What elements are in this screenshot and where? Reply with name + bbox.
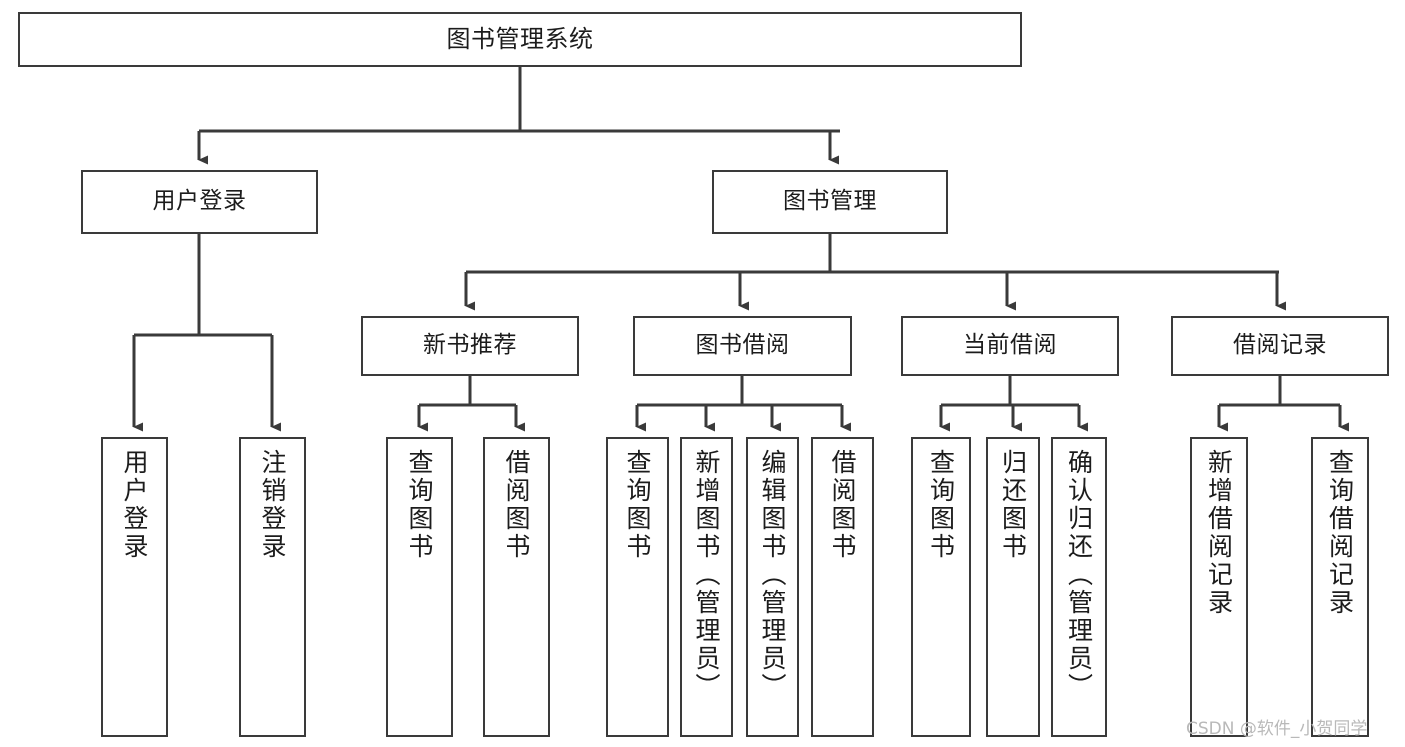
node-new-book-recommendation-label: 新书推荐 bbox=[423, 332, 517, 359]
leaf-user-login[interactable]: 用户登录 bbox=[101, 437, 168, 737]
node-root-system[interactable]: 图书管理系统 bbox=[18, 12, 1022, 67]
node-new-book-recommendation[interactable]: 新书推荐 bbox=[361, 316, 579, 376]
leaf-query-books-current-label: 查询图书 bbox=[926, 449, 956, 561]
node-book-borrowing-label: 图书借阅 bbox=[695, 332, 790, 359]
leaf-query-books-recommend[interactable]: 查询图书 bbox=[386, 437, 453, 737]
leaf-add-book-admin[interactable]: 新增图书（管理员） bbox=[680, 437, 733, 737]
node-book-borrowing[interactable]: 图书借阅 bbox=[633, 316, 852, 376]
node-root-label: 图书管理系统 bbox=[446, 25, 594, 54]
leaf-borrow-books-recommend[interactable]: 借阅图书 bbox=[483, 437, 550, 737]
leaf-edit-book-admin-label: 编辑图书（管理员） bbox=[758, 449, 787, 701]
leaf-add-book-admin-label: 新增图书（管理员） bbox=[692, 449, 721, 701]
leaf-query-books-current[interactable]: 查询图书 bbox=[911, 437, 971, 737]
leaf-query-books-borrow[interactable]: 查询图书 bbox=[606, 437, 669, 737]
leaf-confirm-return-admin-label: 确认归还（管理员） bbox=[1064, 449, 1094, 701]
node-book-management-label: 图书管理 bbox=[783, 188, 877, 215]
leaf-return-book-label: 归还图书 bbox=[998, 449, 1028, 561]
node-current-borrowing[interactable]: 当前借阅 bbox=[901, 316, 1119, 376]
node-user-login[interactable]: 用户登录 bbox=[81, 170, 318, 234]
leaf-confirm-return-admin[interactable]: 确认归还（管理员） bbox=[1051, 437, 1107, 737]
node-borrowing-records-label: 借阅记录 bbox=[1233, 332, 1327, 359]
leaf-edit-book-admin[interactable]: 编辑图书（管理员） bbox=[746, 437, 799, 737]
leaf-user-login-label: 用户登录 bbox=[120, 449, 149, 561]
node-current-borrowing-label: 当前借阅 bbox=[963, 332, 1057, 359]
csdn-watermark: CSDN @软件_小贺同学 bbox=[1186, 719, 1368, 739]
leaf-query-borrow-record-label: 查询借阅记录 bbox=[1325, 449, 1355, 617]
leaf-add-borrow-record-label: 新增借阅记录 bbox=[1204, 449, 1234, 617]
leaf-borrow-book-label: 借阅图书 bbox=[828, 449, 857, 561]
leaf-logout[interactable]: 注销登录 bbox=[239, 437, 306, 737]
leaf-borrow-book[interactable]: 借阅图书 bbox=[811, 437, 874, 737]
leaf-query-books-recommend-label: 查询图书 bbox=[405, 449, 434, 561]
leaf-borrow-books-recommend-label: 借阅图书 bbox=[502, 449, 531, 561]
node-book-management[interactable]: 图书管理 bbox=[712, 170, 948, 234]
leaf-logout-label: 注销登录 bbox=[258, 449, 287, 561]
leaf-add-borrow-record[interactable]: 新增借阅记录 bbox=[1190, 437, 1248, 737]
node-user-login-label: 用户登录 bbox=[152, 188, 247, 215]
leaf-return-book[interactable]: 归还图书 bbox=[986, 437, 1040, 737]
leaf-query-borrow-record[interactable]: 查询借阅记录 bbox=[1311, 437, 1369, 737]
node-borrowing-records[interactable]: 借阅记录 bbox=[1171, 316, 1389, 376]
leaf-query-books-borrow-label: 查询图书 bbox=[623, 449, 652, 561]
